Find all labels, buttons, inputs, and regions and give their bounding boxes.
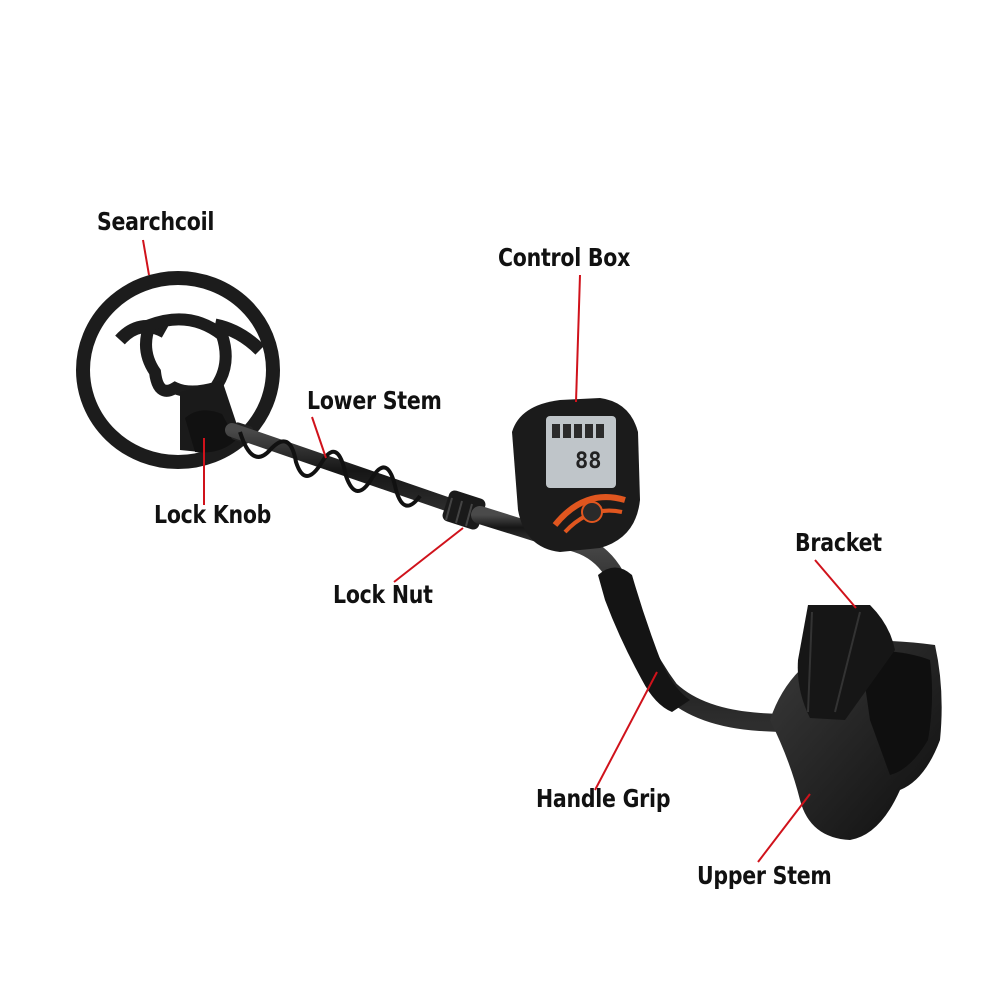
label-handle-grip: Handle Grip	[536, 784, 671, 813]
lower-stem	[225, 423, 477, 519]
leader-searchcoil	[142, 239, 150, 276]
lcd-digits: 88	[575, 449, 602, 474]
label-lower-stem: Lower Stem	[307, 386, 442, 415]
leader-handle-grip	[594, 671, 658, 791]
lcd-segment-row	[552, 424, 604, 438]
leader-lock-nut	[393, 527, 464, 583]
label-control-box: Control Box	[498, 243, 631, 272]
leader-bracket	[814, 559, 857, 609]
label-searchcoil: Searchcoil	[97, 207, 215, 236]
control-box: 88	[512, 398, 640, 552]
leader-lower-stem	[311, 416, 327, 459]
label-lock-nut: Lock Nut	[333, 580, 433, 609]
leader-lines	[142, 239, 857, 863]
label-lock-knob: Lock Knob	[154, 500, 272, 529]
label-bracket: Bracket	[795, 528, 882, 557]
depth-arc	[552, 494, 626, 527]
bracket-strap	[797, 605, 895, 720]
leader-control-box	[575, 274, 581, 403]
handle-grip	[598, 567, 690, 712]
leader-upper-stem	[757, 793, 811, 863]
label-upper-stem: Upper Stem	[697, 861, 832, 890]
control-knob	[581, 501, 603, 523]
